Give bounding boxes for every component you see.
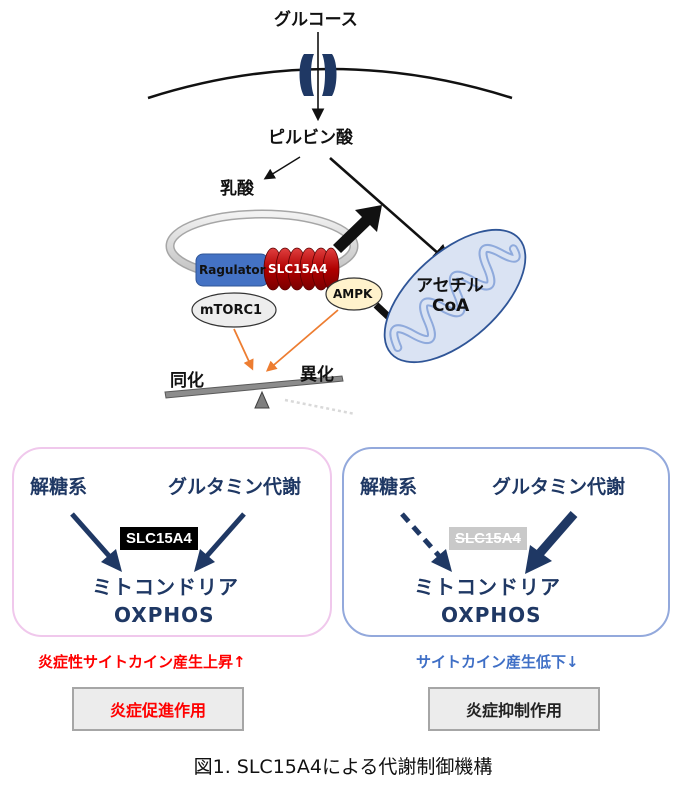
mtorc1-ellipse: [191, 292, 277, 328]
mtorc1-to-balance-arrow: [233, 328, 254, 371]
mitochondrion-icon: [383, 228, 527, 364]
balance-scale-icon: [164, 375, 356, 416]
left-oxphos-label: OXPHOS: [114, 603, 215, 627]
right-slc15a4-badge-deleted: SLC15A4: [449, 527, 527, 550]
left-glutaminolysis-label: グルタミン代謝: [168, 476, 302, 498]
right-effect-text: サイトカイン産生低下↓: [416, 653, 579, 671]
anabolism-label: 同化: [170, 371, 204, 391]
catabolism-label: 異化: [300, 365, 334, 385]
right-result-label: 炎症抑制作用: [465, 701, 562, 720]
coa-label: CoA: [432, 296, 470, 316]
pyruvate-to-mito-arrow: [329, 157, 452, 266]
glucose-label: グルコース: [274, 10, 358, 30]
mtorc1-label: mTORC1: [200, 303, 263, 318]
right-oxphos-label: OXPHOS: [441, 603, 542, 627]
left-result-box: 炎症促進作用: [72, 687, 244, 731]
metabolism-schematic: [147, 32, 527, 416]
right-panel: [342, 447, 670, 637]
right-glutaminolysis-label: グルタミン代謝: [492, 476, 626, 498]
lactate-label: 乳酸: [220, 179, 254, 199]
left-result-label: 炎症促進作用: [109, 701, 206, 720]
slc15a4-transporter-icon: [263, 247, 340, 291]
left-glycolysis-label: 解糖系: [30, 476, 88, 498]
left-slc15a4-badge: SLC15A4: [120, 527, 198, 550]
ragulator-label: Ragulator: [199, 263, 266, 277]
right-glycolysis-label: 解糖系: [360, 476, 418, 498]
ampk-to-balance-arrow: [265, 309, 339, 372]
slc-to-mito-big-arrow: [333, 205, 382, 253]
figure-caption: 図1. SLC15A4による代謝制御機構: [193, 756, 493, 778]
right-mitochondria-label: ミトコンドリア: [414, 575, 561, 599]
left-mitochondria-label: ミトコンドリア: [92, 575, 239, 599]
acetyl-label: アセチル: [416, 276, 484, 296]
ampk-label: AMPK: [333, 287, 373, 301]
slc15a4-label: SLC15A4: [268, 262, 328, 276]
left-effect-text: 炎症性サイトカイン産生上昇↑: [38, 653, 246, 671]
ampk-ellipse: [325, 277, 383, 311]
left-panel: [12, 447, 332, 637]
pyruvate-to-lactate-arrow: [263, 156, 301, 180]
glucose-transporter-icon: [299, 54, 337, 96]
pyruvate-label: ピルビン酸: [268, 128, 353, 148]
right-result-box: 炎症抑制作用: [428, 687, 600, 731]
